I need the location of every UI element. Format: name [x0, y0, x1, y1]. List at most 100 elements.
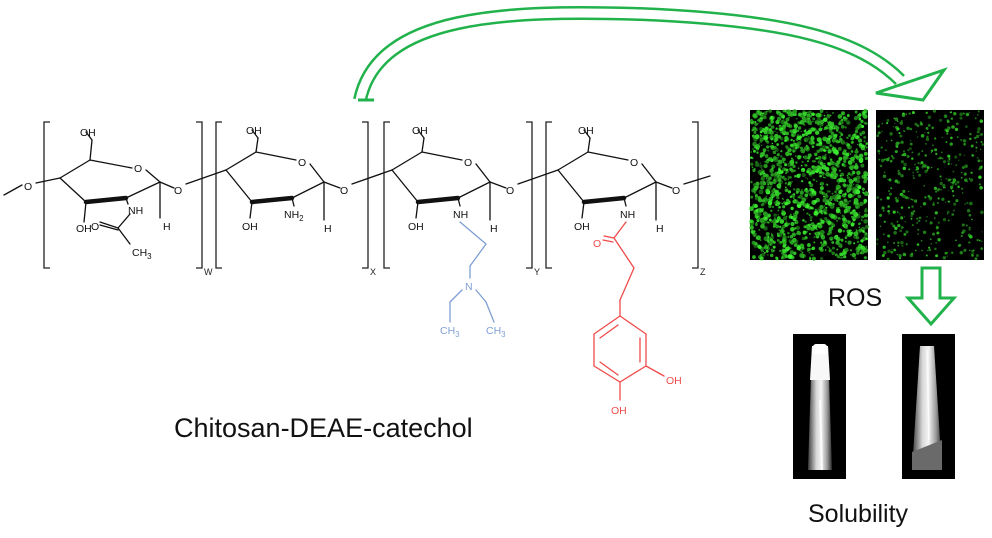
fluorescence-speckle — [839, 212, 842, 214]
fluorescence-speckle — [904, 221, 906, 223]
fluorescence-speckle — [840, 133, 844, 137]
fluorescence-speckle — [778, 182, 782, 186]
fluorescence-speckle — [820, 220, 825, 225]
fluorescence-speckle — [815, 214, 818, 217]
fluorescence-speckle — [805, 189, 810, 194]
fluorescence-speckle — [927, 123, 931, 127]
ring1-ring-o: O — [134, 163, 142, 175]
fluorescence-speckle — [894, 196, 898, 200]
fluorescence-speckle — [770, 144, 775, 149]
fluorescence-speckle — [777, 189, 779, 192]
fluorescence-speckle — [850, 182, 853, 185]
fluorescence-speckle — [882, 233, 885, 236]
fluorescence-speckle — [897, 241, 900, 245]
fluorescence-speckle — [883, 220, 886, 223]
fluorescence-speckle — [807, 153, 812, 158]
fluorescence-speckle — [911, 157, 914, 160]
fluorescence-speckle — [850, 150, 854, 153]
fluorescence-speckle — [776, 238, 780, 242]
fluorescence-speckle — [973, 136, 977, 140]
catechol-oh-meta: OH — [666, 375, 682, 387]
fluorescence-speckle — [959, 250, 964, 255]
fluorescence-speckle — [843, 215, 846, 218]
fluorescence-speckle — [754, 167, 756, 170]
fluorescence-speckle — [834, 193, 840, 199]
fluorescence-speckle — [932, 232, 936, 236]
fluorescence-speckle — [795, 155, 797, 157]
fluorescence-speckle — [815, 208, 817, 211]
fluorescence-speckle — [963, 248, 967, 252]
fluorescence-speckle — [787, 175, 791, 179]
glycosidic-linkages — [3, 169, 711, 196]
fluorescence-speckle — [886, 241, 889, 244]
fluorescence-speckle — [910, 214, 913, 218]
fluorescence-speckle — [950, 182, 952, 184]
fluorescence-speckle — [957, 159, 960, 161]
fluorescence-speckle — [970, 171, 973, 174]
fluorescence-speckle — [863, 151, 868, 156]
fluorescence-speckle — [842, 195, 844, 197]
fluorescence-speckle — [858, 113, 862, 117]
fluorescence-speckle — [815, 112, 821, 118]
fluorescence-speckle — [839, 135, 842, 138]
fluorescence-speckle — [887, 209, 890, 213]
fluorescence-speckle — [763, 245, 768, 250]
fluorescence-speckle — [764, 243, 768, 247]
fluorescence-speckle — [820, 123, 824, 127]
fluorescence-speckle — [823, 149, 826, 152]
fluorescence-speckle — [903, 216, 906, 218]
fluorescence-speckle — [922, 230, 927, 234]
fluorescence-speckle — [793, 239, 799, 245]
fluorescence-speckle — [926, 169, 929, 172]
fluorescence-speckle — [812, 178, 815, 181]
fluorescence-speckle — [908, 147, 912, 151]
fluorescence-speckle — [812, 254, 814, 256]
fluorescence-speckle — [906, 126, 910, 130]
ring3-ring-o: O — [464, 157, 472, 169]
fluorescence-speckle — [828, 138, 831, 141]
fluorescence-speckle — [771, 137, 774, 140]
fluorescence-speckle — [782, 117, 785, 120]
fluorescence-speckle — [819, 162, 824, 166]
ring4-nh: NH — [620, 209, 635, 221]
fluorescence-speckle — [899, 121, 903, 125]
fluorescence-speckle — [865, 142, 869, 145]
fluorescence-speckle — [819, 174, 822, 178]
fluorescence-speckle — [971, 249, 974, 253]
fluorescence-speckle — [841, 193, 847, 198]
fluorescence-speckle — [808, 223, 811, 227]
fluorescence-speckle — [888, 213, 890, 215]
fluorescence-speckle — [909, 139, 912, 142]
fluorescence-speckle — [756, 185, 760, 189]
fluorescence-speckle — [843, 198, 848, 203]
fluorescence-speckle — [864, 224, 870, 229]
fluorescence-speckle — [795, 190, 799, 194]
fluorescence-speckle — [972, 252, 974, 254]
fluorescence-speckle — [752, 113, 758, 119]
fluorescence-speckle — [771, 142, 773, 145]
fluorescence-speckle — [780, 240, 783, 244]
fluorescence-speckle — [898, 253, 902, 258]
fluorescence-speckle — [902, 189, 906, 194]
fluorescence-speckle — [819, 170, 823, 174]
fluorescence-speckle — [886, 119, 890, 122]
fluorescence-speckle — [975, 141, 978, 144]
fluorescence-speckle — [855, 247, 861, 252]
fluorescence-speckle — [792, 199, 797, 204]
fluorescence-speckle — [778, 124, 781, 127]
fluorescence-speckle — [804, 118, 810, 123]
fluorescence-speckle — [785, 117, 790, 122]
fluorescence-speckle — [955, 164, 958, 167]
fluorescence-speckle — [851, 215, 857, 221]
fluorescence-speckle — [849, 165, 854, 171]
fluorescence-speckle — [835, 208, 841, 214]
fluorescence-speckle — [839, 256, 843, 259]
fluorescence-speckle — [853, 242, 856, 245]
fluorescence-speckle — [896, 253, 899, 256]
fluorescence-speckle — [816, 137, 822, 143]
fluorescence-speckle — [839, 204, 843, 208]
fluorescence-speckle — [815, 227, 817, 230]
fluorescence-speckle — [856, 240, 860, 244]
fluorescence-speckle — [782, 175, 785, 178]
